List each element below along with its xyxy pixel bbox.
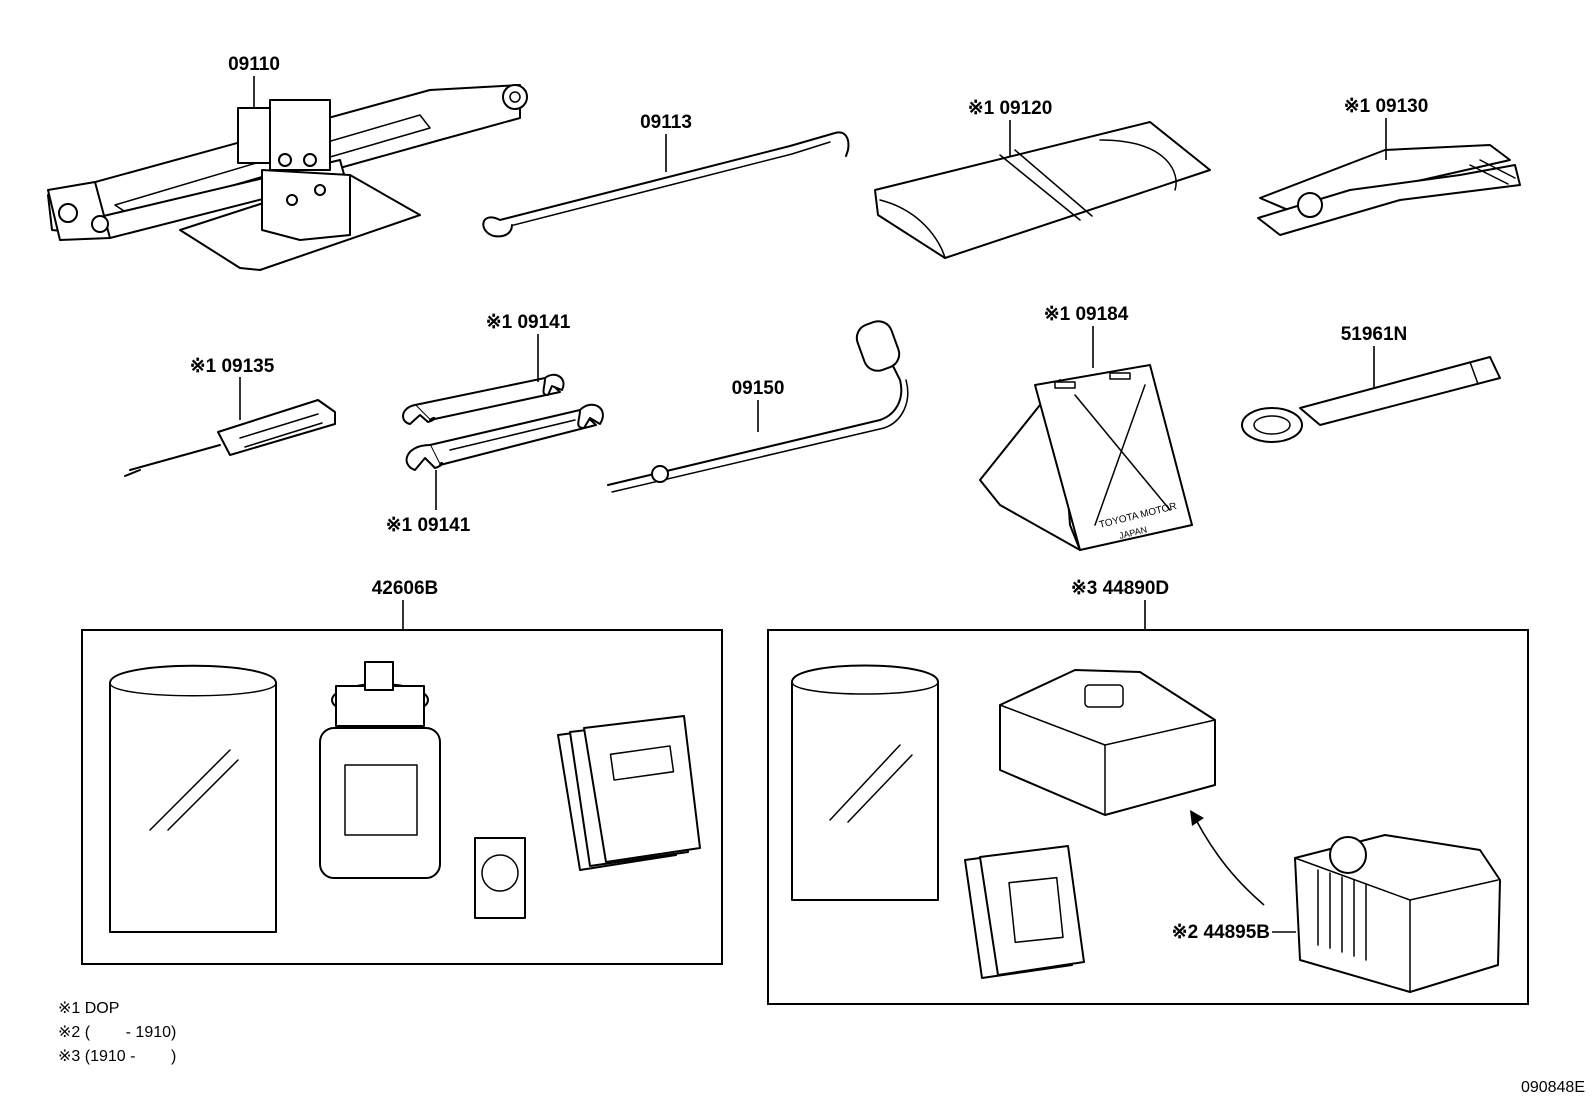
note-2: ※2 ( - 1910)	[58, 1024, 176, 1041]
callout-jack-handle: 09113	[640, 112, 692, 133]
repair-kit-contents	[109, 661, 701, 933]
jack-handle-illustration	[482, 131, 850, 238]
callout-repair-kit: 42606B	[372, 578, 439, 599]
note-1: ※1 DOP	[58, 1000, 119, 1017]
callout-lug-wrench: 09150	[732, 378, 785, 399]
callout-wrench-top: ※1 09141	[486, 312, 571, 333]
arrow-head	[1190, 810, 1204, 826]
callout-screwdriver: ※1 09135	[190, 356, 275, 377]
lug-wrench-illustration	[607, 320, 909, 493]
warning-sign-illustration: TOYOTA MOTOR JAPAN	[979, 364, 1193, 551]
wrench-top-illustration	[402, 373, 565, 425]
repair-kit-set-contents	[791, 664, 1501, 993]
callout-repair-kit-set: ※3 44890D	[1071, 578, 1169, 599]
repair-kit-set-box	[767, 629, 1529, 1005]
callout-wrench-bottom: ※1 09141	[386, 515, 471, 536]
callout-pliers: ※1 09130	[1344, 96, 1429, 117]
arrow-compressor	[1195, 819, 1265, 906]
callout-wheel-nut-tool: 51961N	[1341, 324, 1408, 345]
callout-jack: 09110	[228, 54, 280, 75]
wheel-nut-tool-illustration	[1241, 356, 1501, 443]
repair-kit-box	[81, 629, 723, 965]
screwdriver-illustration	[124, 399, 336, 477]
diagram-id: 090848E	[1521, 1079, 1585, 1096]
tool-bag-illustration	[874, 121, 1211, 259]
note-3: ※3 (1910 - )	[58, 1048, 176, 1065]
callout-warning-sign: ※1 09184	[1044, 304, 1129, 325]
callout-tool-bag: ※1 09120	[968, 98, 1053, 119]
scissor-jack-illustration	[47, 84, 528, 271]
callout-compressor: ※2 44895B	[1172, 922, 1270, 943]
pliers-illustration	[1257, 144, 1521, 236]
wrench-bottom-illustration	[405, 403, 604, 471]
